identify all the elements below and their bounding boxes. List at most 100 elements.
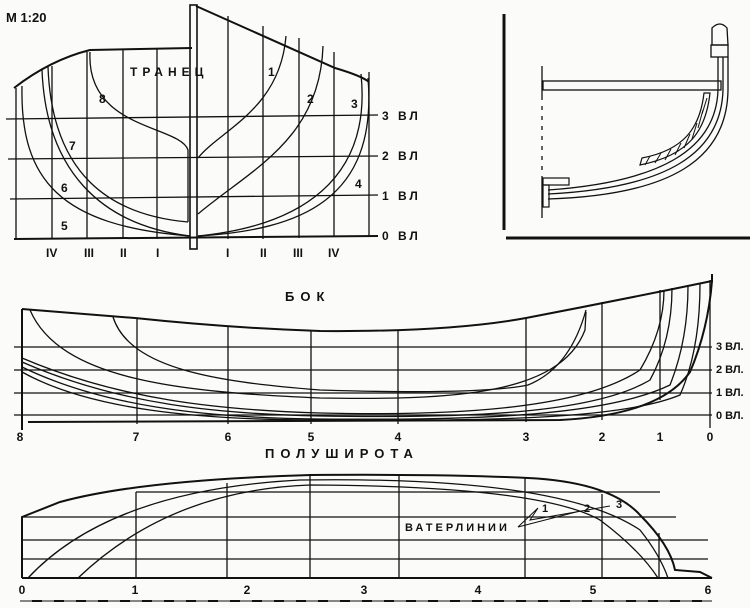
keel (189, 4, 198, 250)
hull-line (21, 280, 713, 430)
grid-line (664, 148, 672, 161)
sheer-aft (13, 47, 193, 89)
grid-line (683, 133, 691, 149)
transom-label: ТРАНЕЦ (130, 65, 208, 79)
drawing-part: IV III II I I II III IV (46, 246, 339, 260)
drawing-part: 3 ВЛ. 2 ВЛ. 1 ВЛ. 0 ВЛ. (716, 341, 744, 422)
station-label: 3 (523, 430, 530, 444)
profile-view: БОК 3 ВЛ. 2 ВЛ. 1 ВЛ. 0 ВЛ. 8 (14, 274, 744, 444)
hull-line (639, 92, 711, 166)
station-label: 0 (707, 430, 714, 444)
section-number: 8 (99, 92, 106, 106)
section-number: 6 (61, 181, 68, 195)
waterline-number: 3 (616, 499, 622, 511)
hull-line (89, 51, 189, 222)
grid-line (13, 235, 379, 240)
waterline-number: 1 (542, 503, 548, 515)
station-label: 4 (475, 583, 482, 597)
hull-line (517, 505, 611, 528)
hull-line (547, 57, 719, 191)
waterline-label: 0 ВЛ. (716, 410, 744, 422)
station-label: IV (46, 246, 57, 260)
station-label: I (156, 246, 159, 260)
hull-section-detail (502, 14, 750, 240)
station-label: 0 (19, 583, 26, 597)
station-label: II (260, 246, 267, 260)
waterline-label: 0 ВЛ (382, 229, 421, 243)
station-label: 3 (361, 583, 368, 597)
station-label: 6 (705, 583, 712, 597)
drawing-part (710, 44, 729, 58)
station-label: 5 (308, 430, 315, 444)
half-breadth-stations (135, 475, 660, 578)
grid-line (5, 114, 379, 120)
hull-line (77, 484, 659, 579)
section-number: 2 (307, 92, 314, 106)
section-number: 4 (355, 177, 362, 191)
station-label: 8 (17, 430, 24, 444)
grid-line (691, 122, 698, 140)
drawing-part: 3 ВЛ 2 ВЛ 1 ВЛ 0 ВЛ (382, 109, 421, 243)
hull-line (29, 309, 587, 400)
hull-line (517, 510, 581, 528)
station-label: III (84, 246, 94, 260)
grid-line (674, 142, 682, 156)
section-number: 7 (69, 139, 76, 153)
half-breadth-title: ПОЛУШИРОТА (265, 446, 419, 461)
grid-line (644, 155, 651, 166)
hull-line (197, 73, 363, 237)
station-label: 1 (657, 430, 664, 444)
station-label: 7 (133, 430, 140, 444)
profile-title: БОК (285, 289, 330, 304)
half-breadth-view: ПОЛУШИРОТА ВАТЕРЛИНИИ 1 2 3 0 1 2 (19, 446, 713, 602)
hull-line (112, 309, 587, 393)
waterline-label: 1 ВЛ. (716, 387, 744, 399)
profile-stations (136, 280, 711, 428)
waterline-number: 2 (584, 503, 590, 515)
hull-line (47, 66, 189, 223)
drawing-part (644, 97, 708, 166)
body-plan-waterlines (5, 114, 379, 240)
hull-line (21, 289, 665, 415)
station-label: 6 (225, 430, 232, 444)
waterline-label: 2 ВЛ (382, 149, 421, 163)
station-label: IV (328, 246, 339, 260)
scale-label: М 1:20 (6, 10, 46, 25)
station-label: 4 (395, 430, 402, 444)
station-label: 5 (590, 583, 597, 597)
hull-line (197, 35, 287, 159)
waterline-label: 3 ВЛ. (716, 341, 744, 353)
station-label: III (293, 246, 303, 260)
waterline-label: 3 ВЛ (382, 109, 421, 123)
section-number: 3 (351, 97, 358, 111)
grid-line (654, 152, 662, 164)
hull-line (21, 283, 701, 421)
station-label: II (120, 246, 127, 260)
sheer-fwd (195, 5, 370, 83)
hull-line (21, 473, 713, 579)
station-label: 2 (244, 583, 251, 597)
section-number: 5 (61, 219, 68, 233)
hull-line (27, 479, 669, 579)
hull-line (197, 77, 370, 237)
gunwale-cap (711, 23, 729, 46)
station-label: 1 (132, 583, 139, 597)
hull-line (547, 57, 729, 200)
drawing-part (542, 184, 550, 208)
body-plan-stations (15, 16, 370, 239)
grid-line (9, 194, 379, 200)
drawing-part (517, 505, 611, 528)
drawing-part: 8 7 6 5 4 3 2 1 0 (17, 430, 714, 444)
station-label: 2 (599, 430, 606, 444)
waterline-label: 2 ВЛ. (716, 364, 744, 376)
hull-line (21, 285, 689, 420)
hull-line (21, 274, 713, 333)
hull-line (547, 57, 724, 195)
waterline-label: 1 ВЛ (382, 189, 421, 203)
section-number: 1 (268, 65, 275, 79)
hull-line (41, 69, 191, 237)
thwart (542, 80, 722, 91)
grid-line (7, 155, 379, 160)
